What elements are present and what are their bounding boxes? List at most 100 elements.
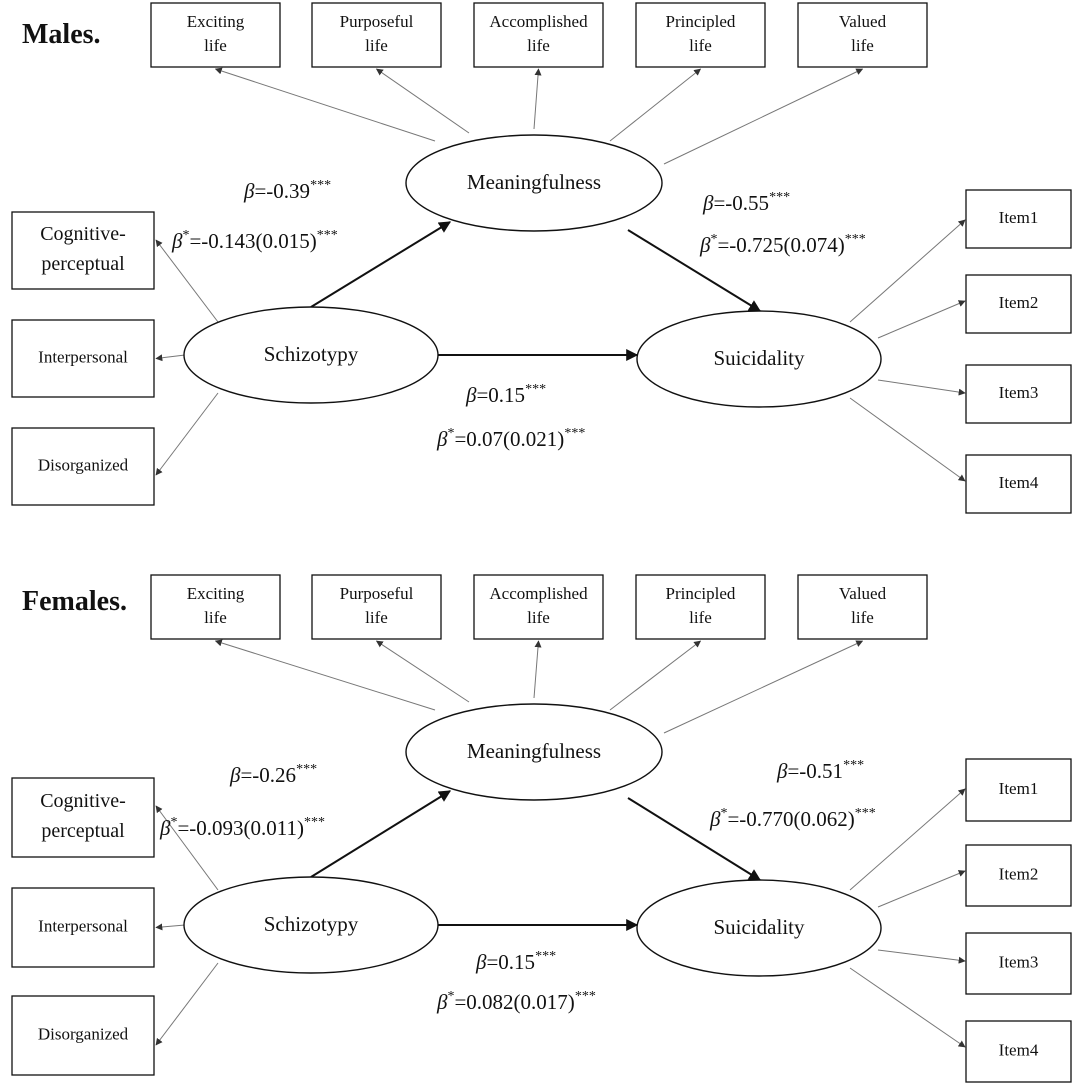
indicator-top-4-line-1: Principled [666, 12, 736, 31]
coef-schizo-suicide-beta: β=0.15*** [475, 949, 556, 974]
indicator-box-frame [965, 932, 1072, 995]
coef-schizo-meaning-beta-value: =-0.26 [240, 763, 296, 787]
loading-arrow-right-1 [849, 219, 966, 323]
indicator-top-4-line-2: life [689, 608, 712, 627]
path-meaningfulness-to-suicidality [627, 229, 762, 312]
coef-schizo-meaning-std-beta-symbol: β [171, 229, 183, 253]
coef-schizo-suicide-std-beta-symbol: β [436, 427, 448, 451]
loading-arrow-top-5 [663, 640, 864, 734]
coef-meaning-suicide-std-beta-symbol: β [709, 807, 721, 831]
coef-meaning-suicide-std-star: * [710, 232, 717, 247]
coef-schizo-suicide-beta-value: =0.15 [476, 383, 525, 407]
latent-meaningfulness-ellipse [405, 703, 663, 801]
indicator-top-2-line-2: life [365, 608, 388, 627]
latent-schizotypy: Schizotypy [183, 306, 439, 404]
coef-meaning-suicide-std: β*=-0.770(0.062)*** [709, 806, 876, 831]
path-meaningfulness-to-suicidality [627, 797, 762, 881]
indicator-box-right-1: Item1 [965, 758, 1072, 822]
loading-arrow-top-5 [663, 68, 864, 165]
path-schizotypy-to-meaningfulness [310, 790, 452, 878]
loading-arrow-top-3 [533, 640, 542, 699]
indicator-box-frame [797, 2, 928, 68]
indicator-right-label: Item1 [999, 779, 1039, 798]
indicator-box-right-3: Item3 [965, 932, 1072, 995]
coef-meaning-suicide-beta-value: =-0.55 [713, 191, 769, 215]
coef-meaning-suicide-beta-beta-symbol: β [702, 191, 714, 215]
latent-meaningfulness-ellipse [405, 134, 663, 232]
coef-schizo-meaning-beta-significance: *** [310, 178, 331, 193]
latent-meaningfulness: Meaningfulness [405, 703, 663, 801]
indicator-right-label: Item3 [999, 952, 1039, 971]
latent-meaningfulness-label: Meaningfulness [467, 739, 601, 763]
loading-arrow-right-2 [877, 870, 966, 908]
indicator-top-3-line-1: Accomplished [489, 584, 588, 603]
indicator-left-1-line-2: perceptual [41, 820, 125, 842]
indicator-top-1-line-2: life [204, 36, 227, 55]
latent-meaningfulness: Meaningfulness [405, 134, 663, 232]
indicator-top-3-line-2: life [527, 608, 550, 627]
indicator-box-frame [11, 211, 155, 290]
coef-schizo-suicide-std-beta-symbol: β [436, 990, 448, 1014]
coef-meaning-suicide-beta-beta-symbol: β [776, 759, 788, 783]
coef-schizo-meaning-beta-beta-symbol: β [243, 179, 255, 203]
indicator-box-right-2: Item2 [965, 274, 1072, 334]
indicator-top-2-line-2: life [365, 36, 388, 55]
panel-title: Males. [22, 19, 101, 50]
coef-schizo-meaning-beta-beta-symbol: β [229, 763, 241, 787]
loading-arrow-top-2 [375, 68, 470, 134]
coef-schizo-meaning-std-value: =-0.143(0.015) [189, 229, 316, 253]
latent-schizotypy-label: Schizotypy [264, 912, 359, 936]
coef-schizo-suicide-std-significance: *** [575, 989, 596, 1004]
indicator-right-label: Item1 [999, 208, 1039, 227]
indicator-box-frame [311, 574, 442, 640]
loading-arrow-left-1 [155, 239, 219, 323]
loading-arrow-top-1 [214, 67, 436, 142]
indicator-box-frame [11, 777, 155, 858]
panel-males: Males.ExcitinglifePurposefullifeAccompli… [11, 2, 1072, 514]
coef-meaning-suicide-std: β*=-0.725(0.074)*** [699, 232, 866, 257]
loading-arrow-right-1 [849, 788, 966, 891]
indicator-top-5-line-1: Valued [839, 584, 887, 603]
indicator-box-left-1: Cognitive-perceptual [11, 211, 155, 290]
loading-arrow-left-2 [155, 354, 186, 362]
latent-suicidality: Suicidality [636, 879, 882, 977]
indicator-top-2-line-1: Purposeful [340, 12, 414, 31]
indicator-right-label: Item4 [999, 1040, 1039, 1059]
indicator-box-right-3: Item3 [965, 364, 1072, 424]
coef-schizo-meaning-std-significance: *** [317, 228, 338, 243]
indicator-box-frame [965, 844, 1072, 907]
loading-arrow-left-2 [155, 923, 186, 931]
indicator-top-3-line-2: life [527, 36, 550, 55]
indicator-box-frame [150, 2, 281, 68]
indicator-box-frame [473, 574, 604, 640]
loading-arrow-left-3 [155, 392, 219, 476]
indicator-box-left-3: Disorganized [11, 427, 155, 506]
indicator-box-top-1: Exciting life [150, 2, 281, 68]
indicator-box-frame [797, 574, 928, 640]
indicator-left-1-line-1: Cognitive- [40, 223, 126, 245]
loading-arrow-right-2 [877, 300, 966, 339]
loading-arrow-right-4 [849, 397, 966, 482]
coef-schizo-suicide-std: β*=0.082(0.017)*** [436, 989, 596, 1014]
indicator-left-2-line-1: Interpersonal [38, 916, 128, 935]
coef-schizo-suicide-beta-value: =0.15 [486, 950, 535, 974]
indicator-box-frame [965, 364, 1072, 424]
latent-meaningfulness-label: Meaningfulness [467, 170, 601, 194]
coef-schizo-meaning-std: β*=-0.093(0.011)*** [159, 815, 325, 840]
coef-meaning-suicide-std-star: * [720, 806, 727, 821]
indicator-top-1-line-1: Exciting [187, 12, 245, 31]
panels-layer: Males.ExcitinglifePurposefullifeAccompli… [11, 2, 1072, 1083]
indicator-top-4-line-2: life [689, 36, 712, 55]
indicator-box-frame [11, 319, 155, 398]
indicator-right-label: Item3 [999, 383, 1039, 402]
indicator-top-2-line-1: Purposeful [340, 584, 414, 603]
coef-schizo-suicide-beta-beta-symbol: β [475, 950, 487, 974]
indicator-top-4-line-1: Principled [666, 584, 736, 603]
indicator-left-1-line-2: perceptual [41, 253, 125, 275]
indicator-box-frame [965, 189, 1072, 249]
coef-schizo-suicide-beta: β=0.15*** [465, 382, 546, 407]
indicator-left-3-line-1: Disorganized [38, 455, 129, 474]
indicator-top-1-line-2: life [204, 608, 227, 627]
